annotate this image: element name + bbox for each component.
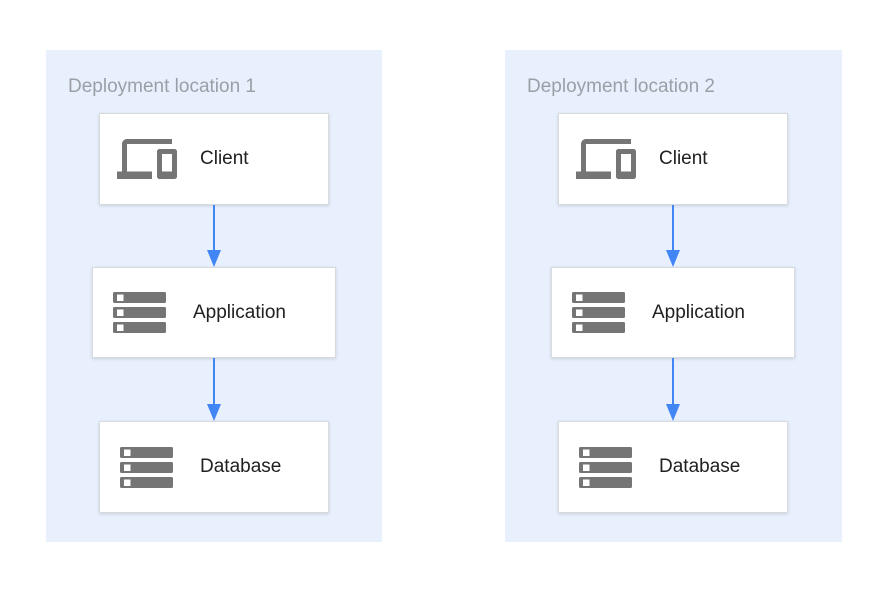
panel1-client-node: Client (99, 113, 329, 205)
arrow-line (672, 205, 674, 250)
devices-icon (575, 129, 637, 189)
arrow-line (213, 358, 215, 404)
flow-arrow-client-to-application (207, 205, 221, 267)
panel-title: Deployment location 2 (527, 76, 715, 97)
node-label: Application (193, 301, 286, 323)
arrow-head-icon (666, 404, 680, 421)
arrow-line (672, 358, 674, 404)
server-stack-icon (109, 292, 171, 333)
arrow-head-icon (207, 404, 221, 421)
node-label: Client (659, 148, 708, 169)
node-label: Database (659, 456, 741, 477)
server-stack-icon (116, 446, 178, 488)
node-label: Application (652, 301, 745, 323)
arrow-line (213, 205, 215, 250)
flow-arrow-application-to-database (666, 358, 680, 421)
devices-icon (116, 129, 178, 189)
flow-arrow-application-to-database (207, 358, 221, 421)
deployment-location-1-panel: Deployment location 1 Client (46, 50, 382, 542)
server-stack-icon (575, 446, 637, 488)
server-stack-icon (568, 292, 630, 333)
panel1-database-node: Database (99, 421, 329, 513)
panel2-application-node: Application (551, 267, 795, 358)
panel2-client-node: Client (558, 113, 788, 205)
panel1-application-node: Application (92, 267, 336, 358)
panel2-database-node: Database (558, 421, 788, 513)
node-label: Client (200, 148, 249, 169)
panel-title: Deployment location 1 (68, 76, 256, 97)
flow-arrow-client-to-application (666, 205, 680, 267)
arrow-head-icon (207, 250, 221, 267)
node-label: Database (200, 456, 282, 477)
arrow-head-icon (666, 250, 680, 267)
deployment-location-2-panel: Deployment location 2 Client (505, 50, 842, 542)
